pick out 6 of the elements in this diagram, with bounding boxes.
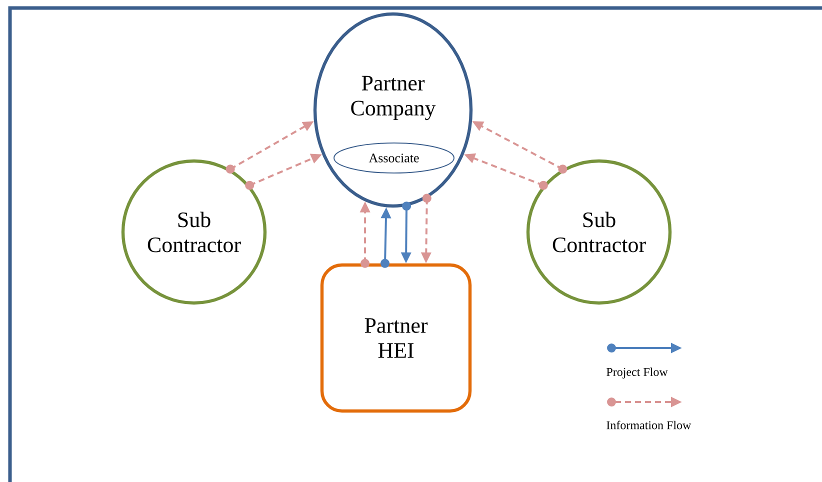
- ellipse-node: Associate: [334, 142, 454, 174]
- legend-label: Project Flow: [606, 368, 668, 378]
- rounded-box: Partner HEI: [320, 263, 472, 413]
- circle-node: Sub Contractor: [526, 159, 672, 305]
- circle-node: Sub Contractor: [121, 159, 267, 305]
- legend-label: Information Flow: [606, 420, 692, 430]
